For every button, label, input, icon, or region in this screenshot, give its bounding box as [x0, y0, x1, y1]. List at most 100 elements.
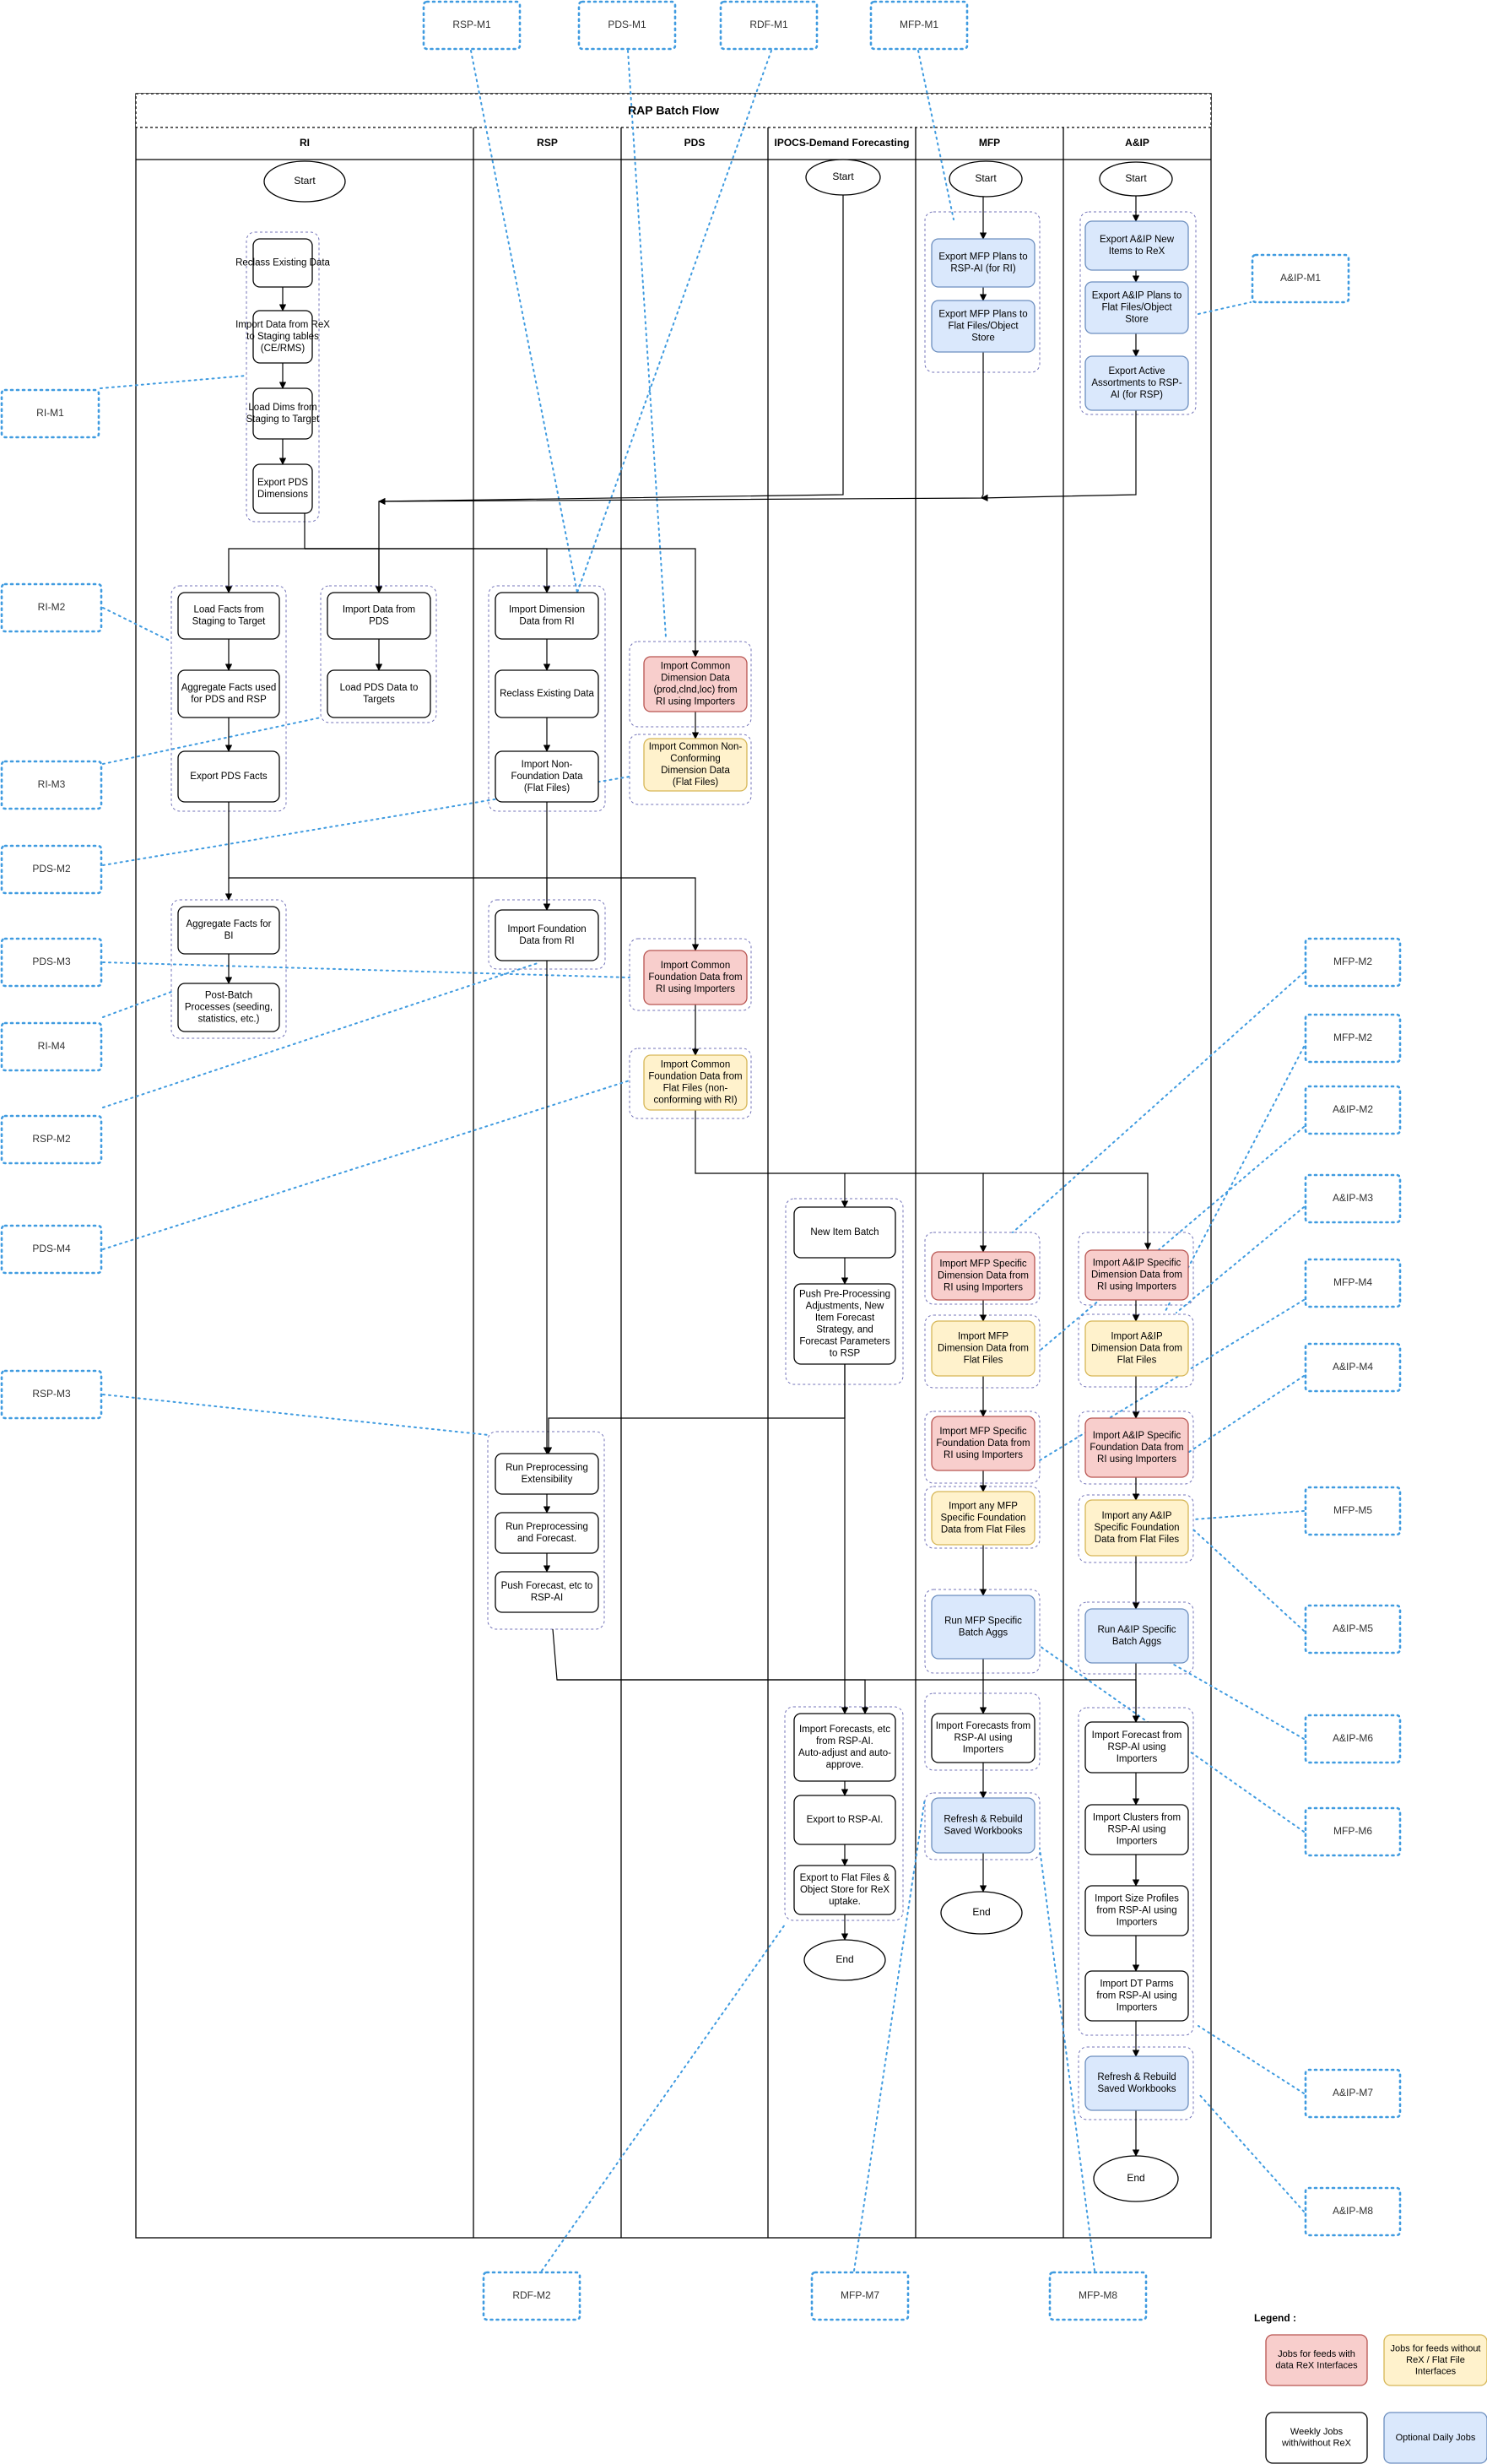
job-group-frame	[924, 1692, 1041, 1771]
terminal-t_mfp_end	[940, 1891, 1023, 1935]
job-aip6	[1084, 1417, 1189, 1478]
job-group-frame	[924, 211, 1041, 373]
callout-leader	[1198, 301, 1252, 315]
job-mfp8	[931, 1713, 1035, 1763]
job-label-ri5: Load Facts from	[193, 605, 263, 615]
callout-c24	[1304, 1806, 1402, 1857]
job-label-df1: New Item Batch	[810, 1227, 879, 1237]
lane-header-mfp: MFP	[979, 137, 1000, 149]
job-mfp7	[931, 1595, 1035, 1660]
pool-title-bar	[135, 93, 1212, 128]
job-aip10	[1084, 1804, 1189, 1855]
job-label-mfp6: Import any MFP	[949, 1502, 1018, 1512]
callout-leader	[1039, 1299, 1305, 1461]
job-group-frame	[629, 1048, 752, 1119]
job-label-pds1: Import Common	[661, 661, 730, 671]
callout-leader	[1155, 1654, 1305, 1740]
job-label-aip5: Import A&IP	[1111, 1332, 1163, 1342]
job-label-rsp7: RSP-AI	[531, 1593, 563, 1603]
callout-label: A&IP-M8	[1333, 2205, 1373, 2217]
legend-swatch-rex	[1265, 2334, 1368, 2386]
legend-label-flat: Interfaces	[1415, 2366, 1457, 2376]
job-group-frame	[924, 1589, 1041, 1674]
job-ri9	[327, 669, 431, 718]
job-label-mfp6: Specific Foundation	[940, 1514, 1025, 1524]
callout-c2	[577, 0, 677, 51]
callout-leader	[1176, 1206, 1305, 1313]
terminal-label: Start	[294, 175, 316, 187]
job-group-frame	[924, 1792, 1041, 1860]
legend-label-rex: Jobs for feeds with	[1278, 2349, 1355, 2359]
job-label-df2: Forecast Parameters	[799, 1337, 890, 1347]
job-ri10	[177, 906, 280, 955]
legend-label-flat: Jobs for feeds without	[1390, 2343, 1480, 2353]
job-label-mfp2: Flat Files/Object	[948, 322, 1019, 332]
flow-connector	[695, 1110, 849, 1208]
callout-label: PDS-M1	[608, 19, 646, 30]
callout-c18	[1304, 1173, 1402, 1224]
callout-label: RDF-M2	[512, 2289, 551, 2301]
flow-connector	[224, 513, 306, 593]
callout-leader	[627, 50, 667, 638]
job-label-ri8: PDS	[369, 617, 389, 627]
legend-swatch-weekly	[1265, 2412, 1368, 2464]
job-label-aip9: Import Forecast from	[1092, 1730, 1182, 1741]
job-aip8	[1084, 1608, 1189, 1664]
callout-leader	[1012, 972, 1305, 1233]
job-group-frame	[784, 1706, 904, 1921]
job-label-ri2: (CE/RMS)	[261, 344, 306, 354]
legend-label-flat: ReX / Flat File	[1406, 2355, 1465, 2365]
job-aip1	[1084, 220, 1189, 271]
job-label-df2: Push Pre-Processing	[799, 1289, 890, 1299]
job-df1	[793, 1206, 896, 1259]
callout-leader	[102, 961, 541, 1108]
job-label-ri8: Import Data from	[343, 605, 415, 615]
terminal-label: Start	[975, 172, 997, 184]
callout-label: A&IP-M7	[1333, 2087, 1373, 2098]
callout-c19	[1304, 1258, 1402, 1308]
job-label-aip4: Import A&IP Specific	[1093, 1259, 1181, 1269]
terminal-label: End	[1127, 2172, 1144, 2184]
job-label-pds1: (prod,clnd,loc) from	[653, 685, 737, 696]
job-aip2	[1084, 281, 1189, 334]
flow-connector	[378, 352, 984, 506]
job-label-aip12: Import DT Parms	[1100, 1979, 1174, 1990]
callout-label: A&IP-M3	[1333, 1192, 1373, 1204]
job-label-rsp3: Import Non-	[522, 760, 573, 770]
job-label-aip4: Dimension Data from	[1091, 1270, 1182, 1281]
job-aip9	[1084, 1721, 1189, 1774]
callout-label: RDF-M1	[749, 19, 788, 30]
job-label-df5: uptake.	[829, 1897, 861, 1907]
callout-c10	[0, 937, 103, 988]
job-label-rsp6: and Forecast.	[517, 1534, 576, 1544]
job-df2	[793, 1283, 896, 1365]
job-label-mfp5: Import MFP Specific	[939, 1427, 1027, 1437]
job-group-frame	[1078, 1707, 1194, 2036]
job-label-rsp5: Run Preprocessing	[506, 1463, 588, 1473]
job-label-aip10: Import Clusters from	[1093, 1813, 1181, 1823]
callout-leader	[541, 1924, 786, 2272]
job-label-ri7: Export PDS Facts	[190, 772, 268, 782]
job-aip3	[1084, 355, 1189, 411]
job-label-df2: Strategy, and	[816, 1325, 873, 1335]
callout-c3	[719, 0, 819, 51]
callout-leader	[1198, 2093, 1305, 2212]
job-label-aip3: Assortments to RSP-	[1091, 378, 1182, 388]
flow-connector	[557, 1679, 1140, 1723]
terminal-t_df_start	[805, 159, 881, 196]
job-label-mfp8: Import Forecasts from	[936, 1721, 1030, 1731]
job-label-mfp4: Dimension Data from	[938, 1344, 1029, 1354]
job-label-pds4: Foundation Data from	[648, 1072, 742, 1082]
job-label-ri9: Load PDS Data to	[340, 683, 419, 693]
legend-label-daily: Optional Daily Jobs	[1396, 2433, 1476, 2443]
legend-swatch-daily	[1383, 2412, 1487, 2464]
callout-c25	[1304, 2068, 1402, 2119]
job-df3	[793, 1713, 896, 1782]
terminal-label: End	[972, 1906, 990, 1918]
job-rsp5	[495, 1453, 599, 1495]
callout-leader	[1192, 1510, 1305, 1520]
job-label-aip9: Importers	[1117, 1754, 1158, 1764]
job-label-rsp5: Extensibility	[522, 1475, 573, 1485]
job-label-aip11: from RSP-AI using	[1096, 1906, 1176, 1916]
job-label-df5: Object Store for ReX	[800, 1885, 889, 1895]
